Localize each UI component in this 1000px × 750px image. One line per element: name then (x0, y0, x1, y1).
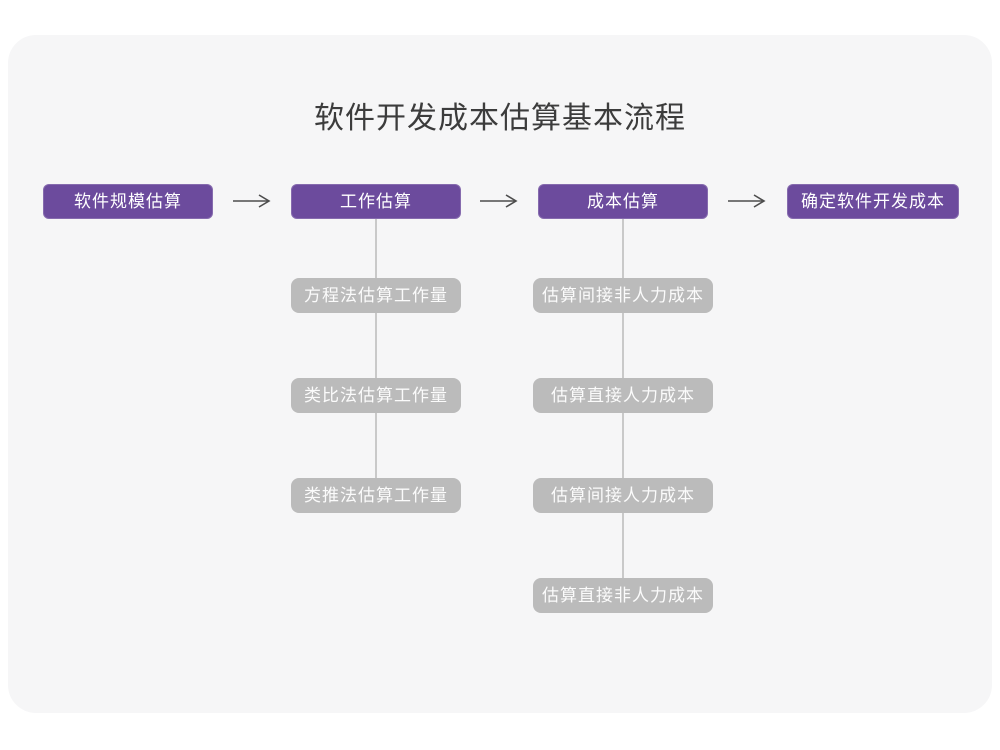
right-arrow-icon (728, 194, 766, 208)
right-arrow-icon (233, 194, 271, 208)
substep-direct-nonlabor-cost: 估算直接非人力成本 (533, 578, 713, 613)
substep-indirect-nonlabor-cost: 估算间接非人力成本 (533, 278, 713, 313)
right-arrow-icon (480, 194, 518, 208)
substep-analogy-method: 类比法估算工作量 (291, 378, 461, 413)
flowchart-canvas: 软件开发成本估算基本流程 软件规模估算 工作估算 成本估算 确定软件开发成本 方… (8, 35, 992, 713)
substep-indirect-labor-cost: 估算间接人力成本 (533, 478, 713, 513)
step-software-scale-estimation: 软件规模估算 (43, 184, 213, 219)
step-determine-dev-cost: 确定软件开发成本 (787, 184, 959, 219)
step-work-estimation: 工作估算 (291, 184, 461, 219)
substep-extrapolation-method: 类推法估算工作量 (291, 478, 461, 513)
connector-line-work-column (375, 219, 377, 485)
step-cost-estimation: 成本估算 (538, 184, 708, 219)
diagram-title: 软件开发成本估算基本流程 (314, 102, 686, 135)
substep-equation-method: 方程法估算工作量 (291, 278, 461, 313)
substep-direct-labor-cost: 估算直接人力成本 (533, 378, 713, 413)
